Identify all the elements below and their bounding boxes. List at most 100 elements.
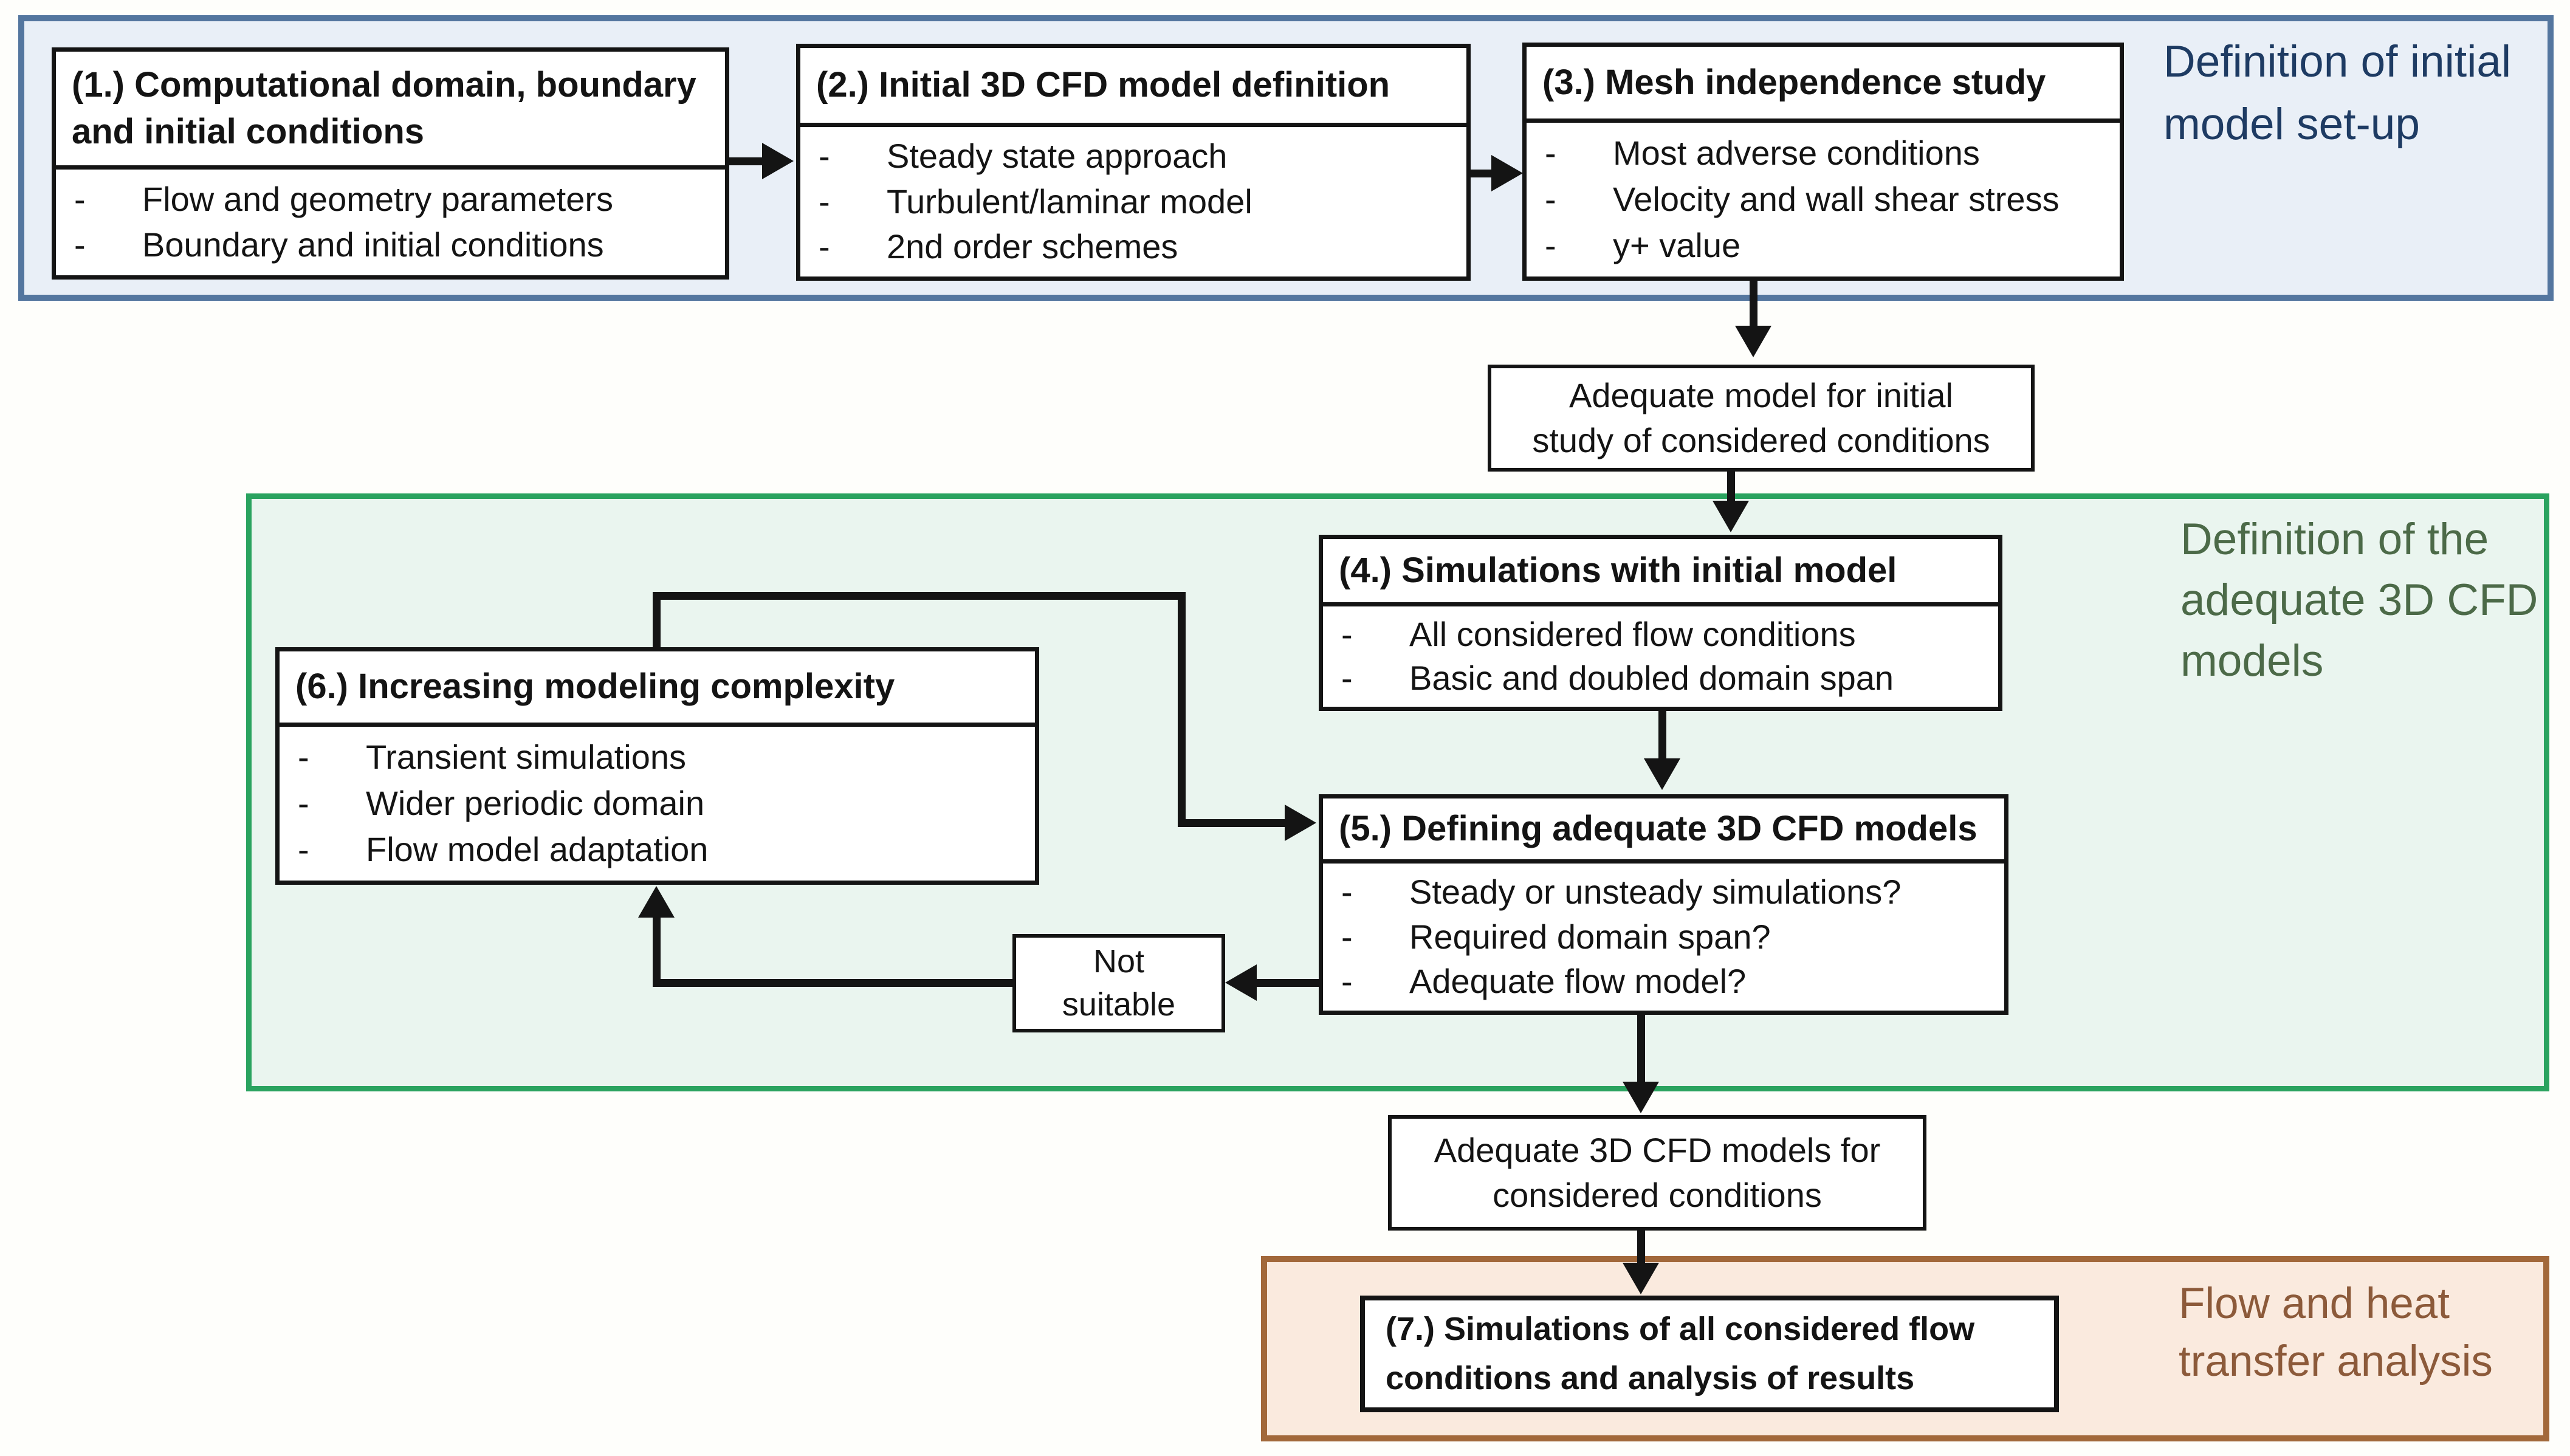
arrow-down-icon xyxy=(1623,1263,1659,1294)
connector-up-into-box6-line xyxy=(653,916,661,987)
bullet-text: Turbulent/laminar model xyxy=(887,182,1252,221)
arrow-down-icon xyxy=(1623,1082,1659,1113)
bullet-dash: - xyxy=(1545,226,1556,264)
connector-node-box4-line xyxy=(1727,472,1735,502)
box-title-line: (4.) Simulations with initial model xyxy=(1339,550,1897,590)
bullet-dash: - xyxy=(74,180,86,218)
bullet-dash: - xyxy=(1341,615,1353,653)
box-body: - Most adverse conditions - Velocity and w… xyxy=(1527,123,2120,276)
region-label-line: models xyxy=(2180,636,2324,685)
bullet-item: - Flow and geometry parameters xyxy=(74,179,716,219)
bullet-text: Wider periodic domain xyxy=(366,784,705,822)
arrow-right-icon xyxy=(1491,155,1523,191)
node-text-line: Not xyxy=(1093,943,1145,980)
region-label-initial-model-setup: Definition of initial model set-up xyxy=(2163,30,2511,156)
bullet-item: - Required domain span? xyxy=(1341,917,1996,956)
box-3-mesh-independence: (3.) Mesh independence study - Most adver… xyxy=(1522,43,2124,281)
box-2-initial-cfd-model: (2.) Initial 3D CFD model definition -St… xyxy=(796,44,1471,281)
region-label-line: Flow and heat xyxy=(2179,1280,2450,1328)
arrow-down-icon xyxy=(1644,758,1680,790)
box-title: (1.) Computational domain, boundary and … xyxy=(56,52,725,170)
connector-box1-box2-line xyxy=(729,157,764,165)
bullet-dash: - xyxy=(1341,961,1353,1000)
bullet-dash: - xyxy=(298,830,309,868)
bullet-dash: - xyxy=(298,738,309,776)
box-5-defining-adequate-models: (5.) Defining adequate 3D CFD models - St… xyxy=(1319,794,2008,1015)
node-text-line: study of considered conditions xyxy=(1532,421,1990,459)
bullet-dash: - xyxy=(819,227,830,266)
bullet-dash: - xyxy=(1341,917,1353,956)
node-not-suitable: Not suitable xyxy=(1012,934,1225,1032)
box-title: (2.) Initial 3D CFD model definition xyxy=(800,48,1466,127)
bullet-text: Most adverse conditions xyxy=(1613,134,1980,172)
bullet-item: - All considered flow conditions xyxy=(1341,614,1990,654)
bullet-item: -Boundary and initial conditions xyxy=(74,225,716,264)
arrow-down-icon xyxy=(1735,326,1771,357)
bullet-text: Required domain span? xyxy=(1409,917,1771,956)
bullet-item: - Transient simulations xyxy=(298,737,1026,777)
node-text-line: suitable xyxy=(1062,986,1176,1023)
box-body: - All considered flow conditions - Basic a… xyxy=(1323,606,1998,707)
bullet-text: Basic and doubled domain span xyxy=(1409,659,1894,697)
bullet-item: - Turbulent/laminar model xyxy=(819,182,1458,221)
box-title: (6.) Increasing modeling complexity xyxy=(280,651,1035,727)
box-title-line: (2.) Initial 3D CFD model definition xyxy=(816,65,1390,105)
bullet-text: Transient simulations xyxy=(366,738,687,776)
feedback-into-box5-line xyxy=(1178,819,1286,827)
connector-box3-node-line xyxy=(1750,281,1757,328)
box-title-line: and initial conditions xyxy=(72,111,424,151)
bullet-dash: - xyxy=(1545,134,1556,172)
arrow-right-icon xyxy=(1285,805,1316,841)
region-label-line: adequate 3D CFD xyxy=(2180,575,2538,625)
bullet-item: - Velocity and wall shear stress xyxy=(1545,179,2111,219)
bullet-text: All considered flow conditions xyxy=(1409,615,1856,653)
arrow-up-icon xyxy=(638,886,675,918)
arrow-left-icon xyxy=(1225,964,1257,1001)
bullet-dash: - xyxy=(1341,873,1353,912)
box-body: - Steady or unsteady simulations? - Requir… xyxy=(1323,864,2004,1011)
box-title: (5.) Defining adequate 3D CFD models xyxy=(1323,798,2004,864)
arrow-right-icon xyxy=(762,143,794,179)
bullet-text: Flow model adaptation xyxy=(366,830,709,868)
bullet-item: -2nd order schemes xyxy=(819,227,1458,266)
box-body: - Flow and geometry parameters -Boundary … xyxy=(56,170,725,275)
bullet-item: - Wider periodic domain xyxy=(298,783,1026,823)
box-title-line: (1.) Computational domain, boundary xyxy=(72,64,696,105)
bullet-text: Flow and geometry parameters xyxy=(142,180,614,218)
bullet-text: Adequate flow model? xyxy=(1409,961,1747,1000)
bullet-dash: - xyxy=(1341,659,1353,697)
connector-box5-notsuitable-line xyxy=(1256,979,1320,987)
bullet-text: Velocity and wall shear stress xyxy=(1613,180,2060,218)
bullet-item: - Flow model adaptation xyxy=(298,829,1026,869)
bullet-text: Steady or unsteady simulations? xyxy=(1409,873,1902,912)
box-title-line: (6.) Increasing modeling complexity xyxy=(295,667,895,707)
region-label-flow-heat-analysis: Flow and heat transfer analysis xyxy=(2179,1275,2493,1390)
bullet-text: y+ value xyxy=(1613,226,1741,264)
bullet-dash: - xyxy=(1545,180,1556,218)
node-text-line: considered conditions xyxy=(1493,1176,1822,1214)
feedback-down-line xyxy=(1178,592,1186,827)
arrow-down-icon xyxy=(1713,501,1749,532)
box-1-computational-domain: (1.) Computational domain, boundary and … xyxy=(52,47,729,280)
bullet-item: - Adequate flow model? xyxy=(1341,961,1996,1001)
box-6-increasing-complexity: (6.) Increasing modeling complexity - Tra… xyxy=(275,647,1039,885)
bullet-dash: - xyxy=(819,137,830,176)
bullet-dash: - xyxy=(819,182,830,221)
box-title-line: conditions and analysis of results xyxy=(1386,1360,1915,1396)
box-title-line: (5.) Defining adequate 3D CFD models xyxy=(1339,808,1977,848)
box-title-line: (3.) Mesh independence study xyxy=(1542,62,2046,102)
node-text-line: Adequate 3D CFD models for xyxy=(1434,1131,1881,1170)
bullet-item: -Steady state approach xyxy=(819,136,1458,176)
bullet-text: Boundary and initial conditions xyxy=(142,225,604,264)
region-label-line: Definition of the xyxy=(2180,515,2489,564)
region-label-line: transfer analysis xyxy=(2179,1338,2493,1386)
box-4-simulations-initial-model: (4.) Simulations with initial model - All… xyxy=(1319,535,2002,711)
box-body: -Steady state approach - Turbulent/lamina… xyxy=(800,127,1466,276)
connector-node-box7-line xyxy=(1637,1231,1645,1264)
feedback-box6-up-line xyxy=(653,592,661,651)
connector-notsuitable-left-line xyxy=(653,979,1014,987)
bullet-dash: - xyxy=(298,784,309,822)
region-label-adequate-3d-cfd-models: Definition of the adequate 3D CFD models xyxy=(2180,509,2538,692)
feedback-top-line xyxy=(653,592,1186,600)
connector-box2-box3-line xyxy=(1469,170,1494,177)
